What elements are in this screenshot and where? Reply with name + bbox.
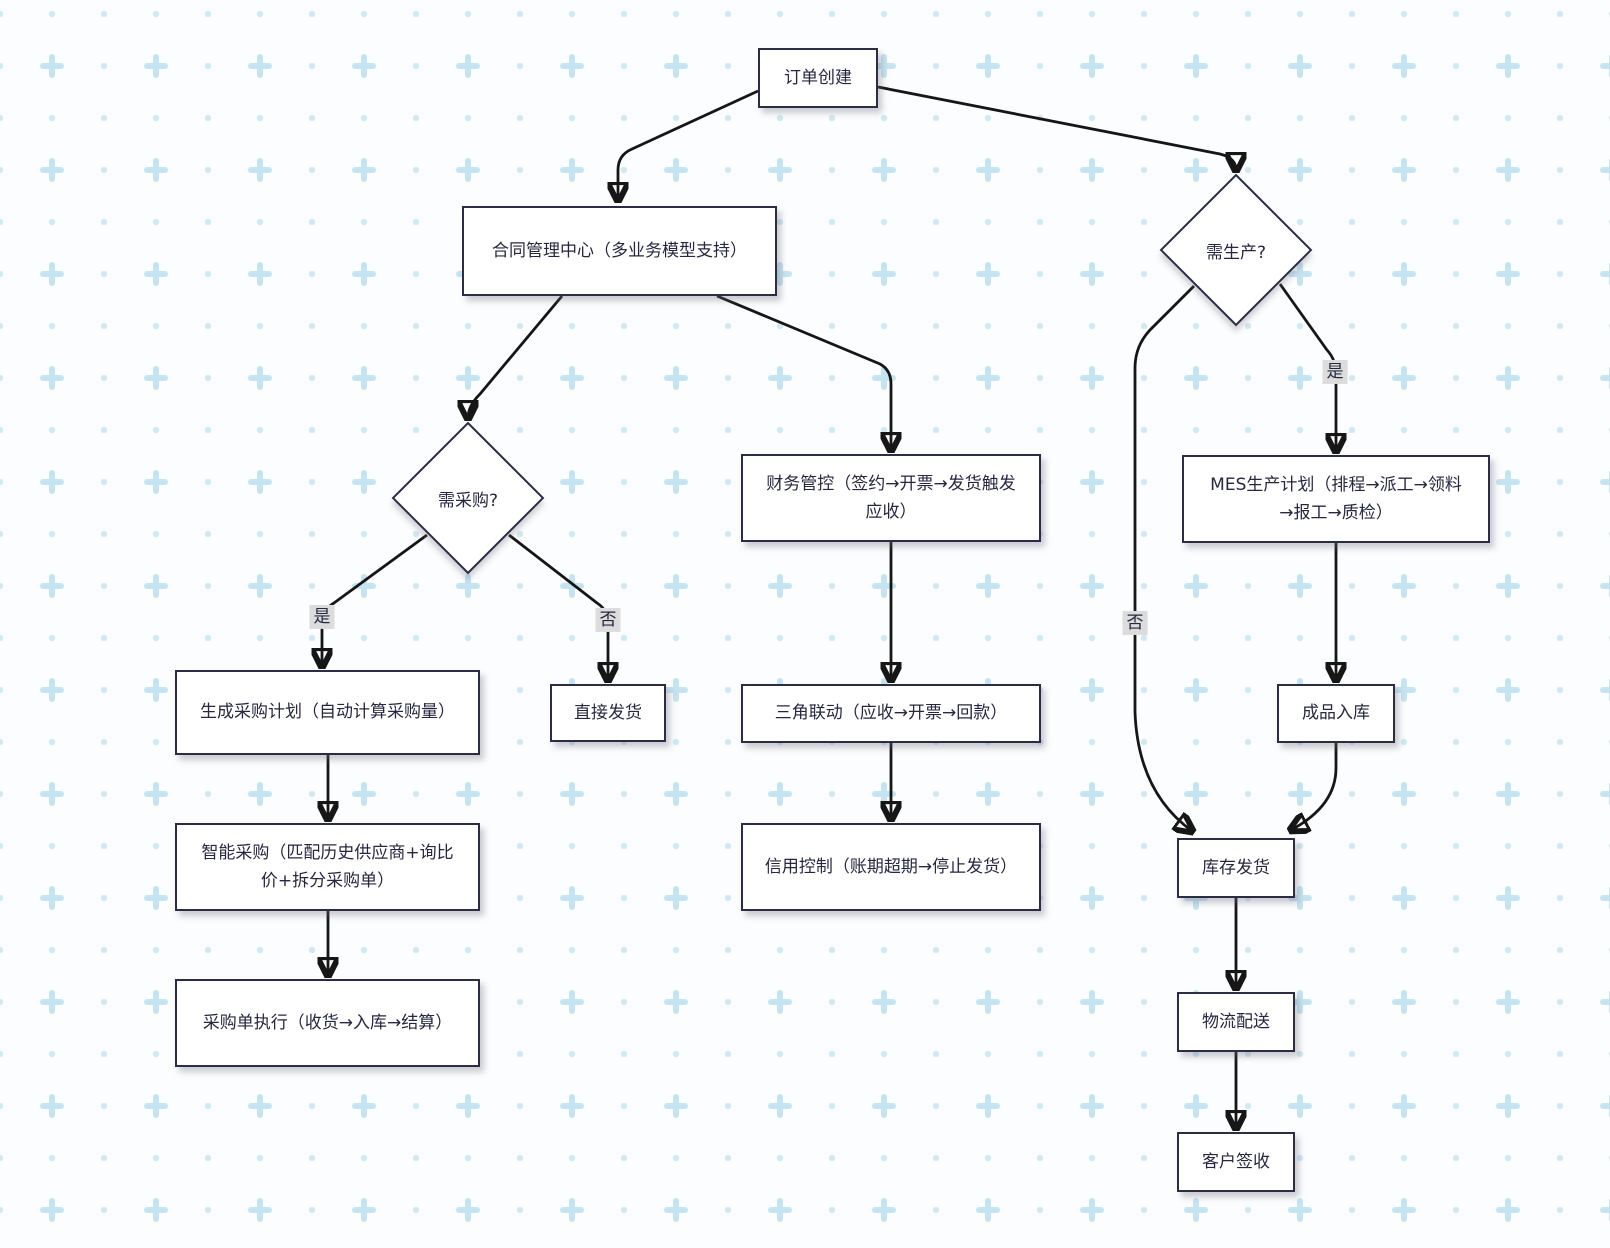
node-mes-plan[interactable]: MES生产计划（排程→派工→领料→报工→质检） bbox=[1182, 455, 1490, 543]
edge-label-procurement-no: 否 bbox=[595, 607, 621, 633]
node-label: 需生产? bbox=[1205, 242, 1267, 263]
node-order-create[interactable]: 订单创建 bbox=[758, 48, 878, 108]
node-label: 信用控制（账期超期→停止发货） bbox=[764, 856, 1018, 877]
edge-order-to-production bbox=[877, 85, 1236, 170]
node-label: 智能采购（匹配历史供应商+询比价+拆分采购单） bbox=[201, 842, 454, 891]
node-label: MES生产计划（排程→派工→领料→报工→质检） bbox=[1210, 474, 1462, 523]
edge-label-production-yes: 是 bbox=[1322, 359, 1348, 385]
node-triangle-link[interactable]: 三角联动（应收→开票→回款） bbox=[741, 684, 1041, 743]
edge-label-procurement-yes: 是 bbox=[309, 604, 335, 630]
node-credit-control[interactable]: 信用控制（账期超期→停止发货） bbox=[741, 823, 1041, 911]
node-label: 合同管理中心（多业务模型支持） bbox=[492, 240, 747, 261]
node-purchase-exec[interactable]: 采购单执行（收货→入库→结算） bbox=[175, 979, 480, 1067]
node-label: 订单创建 bbox=[784, 67, 852, 88]
node-label: 客户签收 bbox=[1202, 1151, 1270, 1172]
node-contract-center[interactable]: 合同管理中心（多业务模型支持） bbox=[462, 206, 777, 296]
node-logistics[interactable]: 物流配送 bbox=[1177, 992, 1295, 1052]
edge-contract-to-procurement bbox=[468, 295, 564, 418]
node-label: 物流配送 bbox=[1202, 1011, 1270, 1032]
node-label: 成品入库 bbox=[1302, 703, 1370, 724]
node-label: 需采购? bbox=[437, 490, 499, 511]
edge-finished-to-stock bbox=[1291, 743, 1338, 830]
node-customer-sign[interactable]: 客户签收 bbox=[1177, 1132, 1295, 1192]
edge-order-to-contract bbox=[618, 89, 759, 200]
edge-contract-to-finance bbox=[716, 294, 891, 450]
node-label: 财务管控（签约→开票→发货触发应收） bbox=[766, 473, 1016, 522]
node-smart-purchase[interactable]: 智能采购（匹配历史供应商+询比价+拆分采购单） bbox=[175, 823, 480, 911]
node-direct-ship[interactable]: 直接发货 bbox=[550, 684, 666, 742]
node-finished-goods-in[interactable]: 成品入库 bbox=[1277, 684, 1395, 743]
node-stock-ship[interactable]: 库存发货 bbox=[1177, 838, 1295, 898]
node-need-procurement[interactable]: 需采购? bbox=[390, 420, 546, 576]
node-label: 直接发货 bbox=[574, 702, 642, 723]
node-gen-purchase-plan[interactable]: 生成采购计划（自动计算采购量） bbox=[175, 670, 480, 755]
node-finance-control[interactable]: 财务管控（签约→开票→发货触发应收） bbox=[741, 454, 1041, 542]
node-label: 库存发货 bbox=[1202, 857, 1270, 878]
node-label: 三角联动（应收→开票→回款） bbox=[774, 703, 1008, 724]
node-label: 采购单执行（收货→入库→结算） bbox=[202, 1012, 453, 1033]
node-need-production[interactable]: 需生产? bbox=[1158, 172, 1314, 328]
node-label: 生成采购计划（自动计算采购量） bbox=[200, 702, 455, 723]
edge-production-no bbox=[1133, 285, 1194, 831]
edge-label-production-no: 否 bbox=[1122, 610, 1148, 636]
